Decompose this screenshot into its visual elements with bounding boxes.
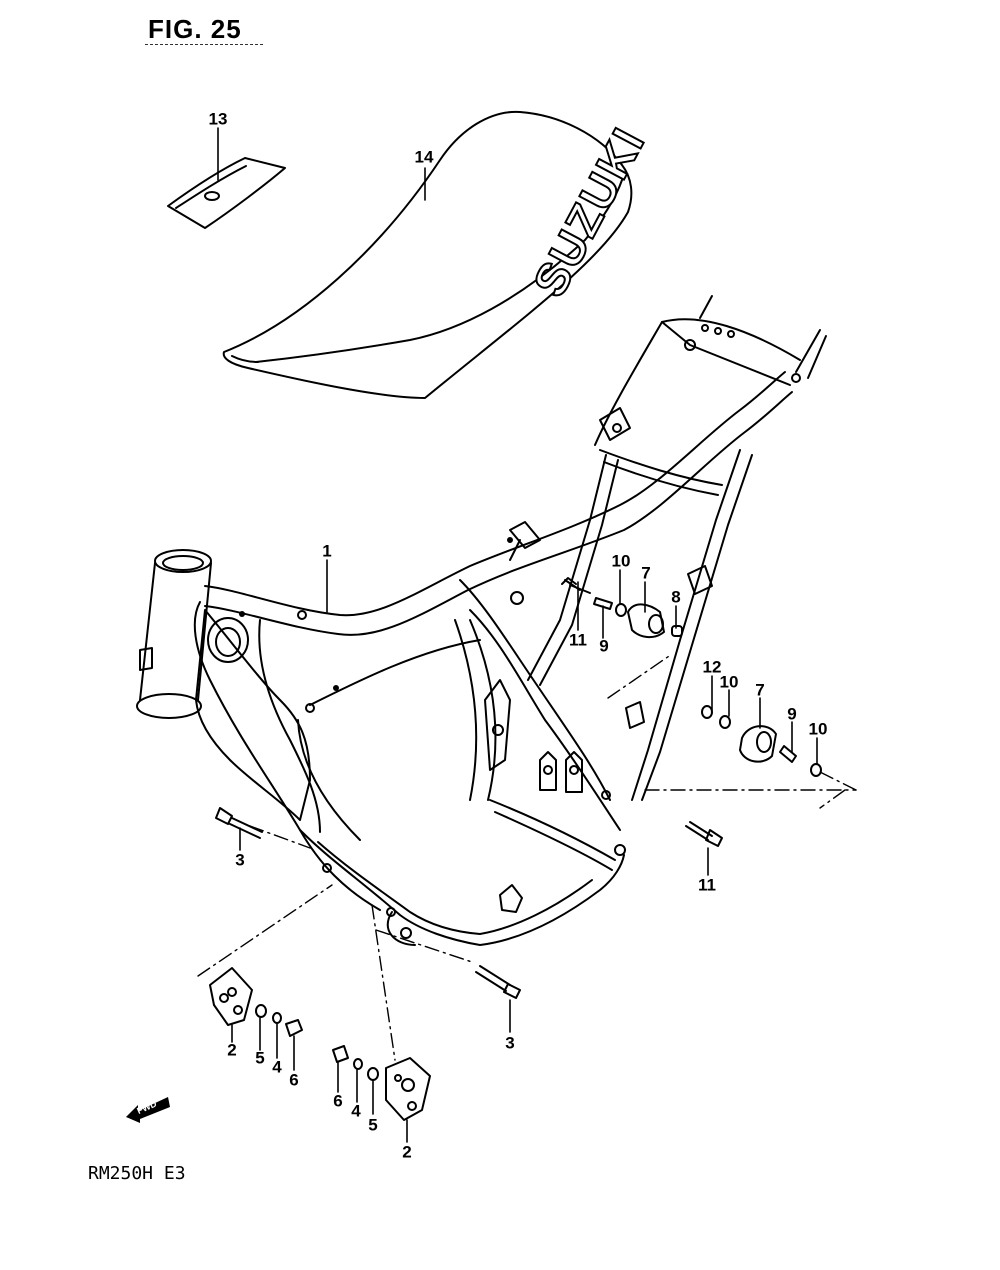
frame-rivets xyxy=(239,537,513,691)
seat-brand-logo: SUZUKI xyxy=(523,118,655,304)
upper-mount-hardware xyxy=(561,577,683,638)
title-underline xyxy=(145,44,263,45)
callout-5: 5 xyxy=(255,1048,265,1068)
callout-11: 11 xyxy=(698,875,716,895)
callout-6: 6 xyxy=(289,1070,299,1090)
washers-nuts xyxy=(255,1004,379,1081)
callout-2: 2 xyxy=(402,1142,412,1162)
callout-12: 12 xyxy=(702,657,722,677)
leader-lines xyxy=(217,127,818,1143)
figure-title: FIG. 25 xyxy=(148,14,242,44)
callout-3: 3 xyxy=(505,1033,515,1053)
callout-4: 4 xyxy=(351,1101,361,1121)
callout-9: 9 xyxy=(787,704,797,724)
callout-11: 11 xyxy=(569,630,587,650)
forward-arrow-icon: FWD xyxy=(126,1097,170,1123)
callout-10: 10 xyxy=(808,719,828,739)
callout-3: 3 xyxy=(235,850,245,870)
callout-4: 4 xyxy=(272,1057,282,1077)
callout-14: 14 xyxy=(414,147,434,167)
callout-6: 6 xyxy=(333,1091,343,1111)
engine-plate-left xyxy=(209,967,253,1026)
seat xyxy=(222,110,633,399)
bolt-3-left xyxy=(215,807,263,839)
callout-7: 7 xyxy=(755,680,765,700)
callout-1: 1 xyxy=(322,541,332,561)
frame-brackets xyxy=(297,324,801,939)
bolt-3-lower xyxy=(475,965,521,999)
callout-10: 10 xyxy=(611,551,631,571)
callout-7: 7 xyxy=(641,563,651,583)
head-tube xyxy=(136,549,212,719)
lower-mount-hardware xyxy=(701,705,822,777)
main-frame-tubes xyxy=(204,295,827,801)
callout-13: 13 xyxy=(208,109,228,129)
frame-gusset xyxy=(195,609,311,821)
cradle-tubes xyxy=(193,579,625,946)
callout-5: 5 xyxy=(368,1115,378,1135)
callout-10: 10 xyxy=(719,672,739,692)
seat-strap xyxy=(167,157,286,229)
callout-8: 8 xyxy=(671,587,681,607)
alignment-lines xyxy=(197,653,857,1061)
callout-2: 2 xyxy=(227,1040,237,1060)
engine-plate-right xyxy=(385,1057,431,1121)
bolt-11-lower xyxy=(685,821,723,847)
callout-9: 9 xyxy=(599,636,609,656)
model-code: RM250H E3 xyxy=(88,1163,186,1184)
